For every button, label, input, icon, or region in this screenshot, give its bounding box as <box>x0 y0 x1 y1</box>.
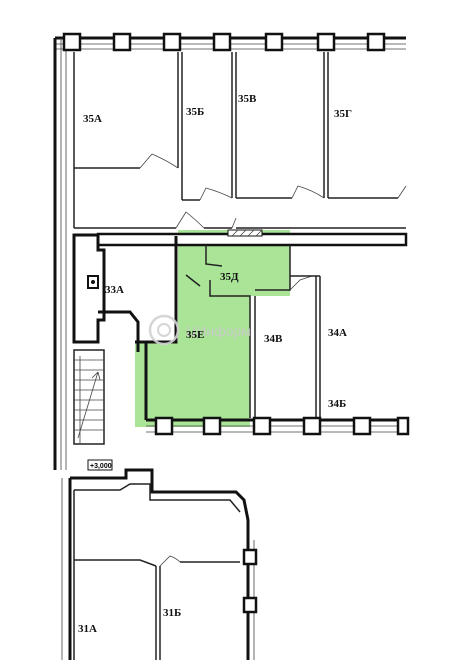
logo-ring-icon <box>148 314 180 346</box>
level-mark-text: +3,000 <box>90 463 112 470</box>
room-label-35v[interactable]: 35В <box>238 93 257 105</box>
room-labels: 35А 35Б 35В 35Г 35Д 35Е 33А 34А 34В 34Б … <box>78 93 352 635</box>
room-label-34a[interactable]: 34А <box>328 327 347 339</box>
watermark-text: ЦИнформ <box>186 323 251 339</box>
room-label-35g[interactable]: 35Г <box>334 108 352 120</box>
room-label-35b[interactable]: 35Б <box>186 106 204 118</box>
highlighted-area[interactable] <box>135 230 290 427</box>
top-windows <box>62 32 386 52</box>
room-label-31b[interactable]: 31Б <box>163 607 181 619</box>
room-label-34b[interactable]: 34Б <box>328 398 346 410</box>
room-label-31a[interactable]: 31А <box>78 623 97 635</box>
middle-windows <box>154 416 410 436</box>
room-label-35d[interactable]: 35Д <box>220 271 239 283</box>
bottom-block-walls <box>61 468 258 660</box>
level-marker: +3,000 <box>87 459 113 471</box>
room-label-34v[interactable]: 34В <box>264 333 283 345</box>
room-label-35a[interactable]: 35А <box>83 113 102 125</box>
room-label-33a[interactable]: 33А <box>105 284 124 296</box>
middle-block-walls <box>53 229 408 470</box>
top-block-walls <box>53 36 407 235</box>
room-label-35e[interactable]: 35Е <box>186 329 204 341</box>
watermark: ЦИнформ <box>148 314 251 346</box>
